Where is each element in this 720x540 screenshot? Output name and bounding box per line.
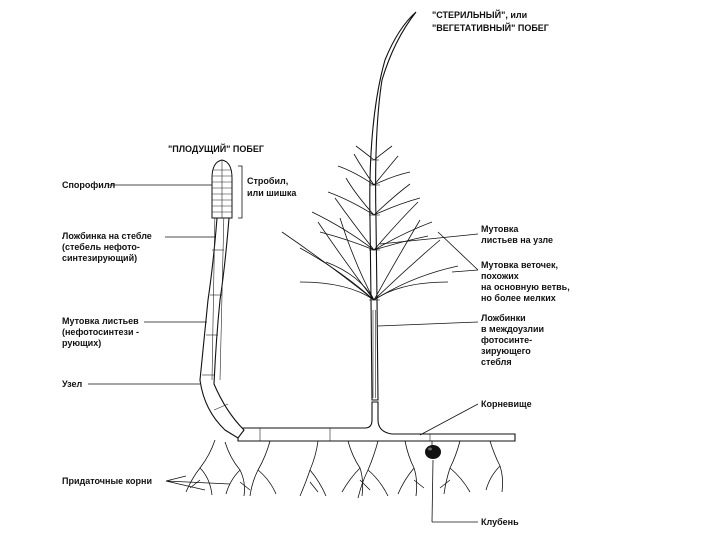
- label-internode-5: стебля: [481, 357, 512, 367]
- label-groove-1: Ложбинка на стебле: [62, 231, 152, 241]
- label-sterile-shoot-2: "ВЕГЕТАТИВНЫЙ" ПОБЕГ: [432, 22, 549, 33]
- label-whorl-branch-3: на основную ветвь,: [481, 282, 570, 292]
- label-tuber: Клубень: [481, 517, 519, 527]
- label-sporophyll: Спорофилл: [62, 180, 116, 190]
- label-whorl-fertile-2: (нефотосинтези -: [62, 327, 139, 337]
- label-sterile-shoot-1: "СТЕРИЛЬНЫЙ", или: [432, 9, 527, 20]
- tuber: [425, 441, 441, 459]
- label-internode-2: в междоузлии: [481, 324, 544, 334]
- text-labels: "СТЕРИЛЬНЫЙ", или "ВЕГЕТАТИВНЫЙ" ПОБЕГ "…: [62, 9, 570, 527]
- label-whorl-branch-1: Мутовка веточек,: [481, 260, 558, 270]
- label-groove-2: (стебель нефото-: [62, 242, 140, 252]
- label-whorl-fertile-1: Мутовка листьев: [62, 316, 139, 326]
- label-whorl-node-1: Мутовка: [481, 224, 519, 234]
- label-whorl-branch-2: похожих: [481, 271, 519, 281]
- label-internode-3: фотосинте-: [481, 335, 532, 345]
- rhizome: [237, 401, 516, 442]
- label-groove-3: синтезирующий): [62, 253, 137, 263]
- label-whorl-node-2: листьев на узле: [481, 235, 553, 245]
- label-node: Узел: [62, 379, 83, 389]
- sterile-shoot: [281, 11, 459, 401]
- label-strobil-1: Стробил,: [247, 176, 288, 186]
- label-internode-4: зирующего: [481, 346, 531, 356]
- fertile-shoot: [199, 159, 245, 439]
- roots: [185, 439, 504, 499]
- label-fertile-shoot: "ПЛОДУЩИЙ" ПОБЕГ: [168, 143, 264, 154]
- label-whorl-branch-4: но более мелких: [481, 293, 556, 303]
- label-internode-1: Ложбинки: [481, 313, 526, 323]
- leader-lines: [88, 165, 479, 523]
- label-whorl-fertile-3: рующих): [62, 338, 101, 348]
- label-strobil-2: или шишка: [247, 188, 297, 198]
- label-adventitious-roots: Придаточные корни: [62, 476, 152, 486]
- label-rhizome: Корневище: [481, 399, 532, 409]
